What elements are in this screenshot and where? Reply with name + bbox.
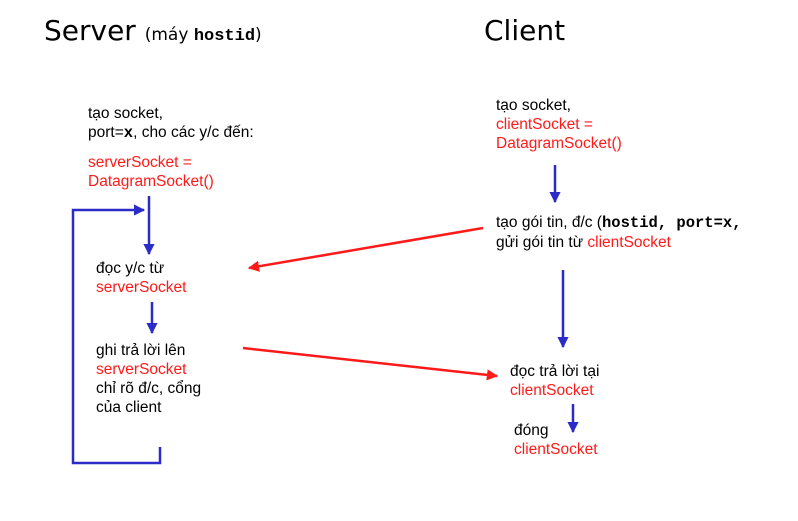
server-create-line2: port=x, cho các y/c đến:: [88, 123, 254, 143]
server-socket-decl: serverSocket = DatagramSocket(): [88, 153, 214, 191]
server-read-socket: serverSocket: [96, 279, 187, 296]
server-write-step: ghi trả lời lên serverSocket chỉ rõ đ/c,…: [96, 341, 201, 417]
server-write-socket: serverSocket: [96, 361, 187, 378]
client-send-socket: clientSocket: [587, 234, 671, 251]
server-write-line3: chỉ rõ đ/c, cổng: [96, 380, 202, 397]
request-message-arrow: [247, 226, 484, 272]
server-port-suffix: , cho các y/c đến:: [133, 124, 254, 141]
client-create-line1: tạo socket,: [496, 97, 571, 114]
client-create-line3: DatagramSocket(): [496, 135, 622, 152]
server-title-label: Server: [44, 14, 136, 47]
client-create-step: tạo socket, clientSocket = DatagramSocke…: [496, 96, 622, 153]
server-loop-arrow: [71, 204, 162, 465]
server-host-paren: (máy hostid): [144, 25, 262, 46]
server-read-line1: đọc y/c từ: [96, 260, 165, 277]
reply-message-arrow: [242, 346, 499, 381]
client-title: Client: [484, 14, 566, 47]
client-send-address: hostid, port=x,: [601, 214, 742, 232]
server-host-name: hostid: [193, 27, 256, 46]
client-close-line1: đóng: [514, 422, 549, 439]
server-paren-close: ): [255, 25, 262, 45]
client-send-line2: gửi gói tin từ clientSocket: [496, 233, 742, 252]
server-create-step: tạo socket, port=x, cho các y/c đến:: [88, 104, 254, 143]
client-close-step: đóng clientSocket: [514, 421, 598, 459]
server-port-var: x: [123, 124, 134, 142]
client-send-step: tạo gói tin, đ/c (hostid, port=x, gửi gó…: [496, 213, 742, 252]
server-port-label: port=: [88, 124, 124, 141]
server-read-step: đọc y/c từ serverSocket: [96, 259, 186, 297]
client-read-socket: clientSocket: [510, 382, 594, 399]
client-send-from: gửi gói tin từ: [496, 234, 588, 251]
client-read-line1: đọc trả lời tại: [510, 363, 600, 380]
server-write-line4: của client: [96, 399, 162, 416]
client-send-line1: tạo gói tin, đ/c (hostid, port=x,: [496, 213, 742, 233]
client-create-line2: clientSocket =: [496, 116, 593, 133]
server-write-line1: ghi trả lời lên: [96, 342, 186, 359]
client-send-prefix: tạo gói tin, đ/c (: [496, 214, 602, 231]
client-close-socket: clientSocket: [514, 441, 598, 458]
server-title: Server (máy hostid): [44, 14, 262, 54]
server-socket-line2: DatagramSocket(): [88, 173, 214, 190]
client-read-step: đọc trả lời tại clientSocket: [510, 362, 599, 400]
server-paren-open: (máy: [144, 25, 194, 45]
server-socket-line1: serverSocket =: [88, 154, 192, 171]
server-create-line1: tạo socket,: [88, 105, 163, 122]
